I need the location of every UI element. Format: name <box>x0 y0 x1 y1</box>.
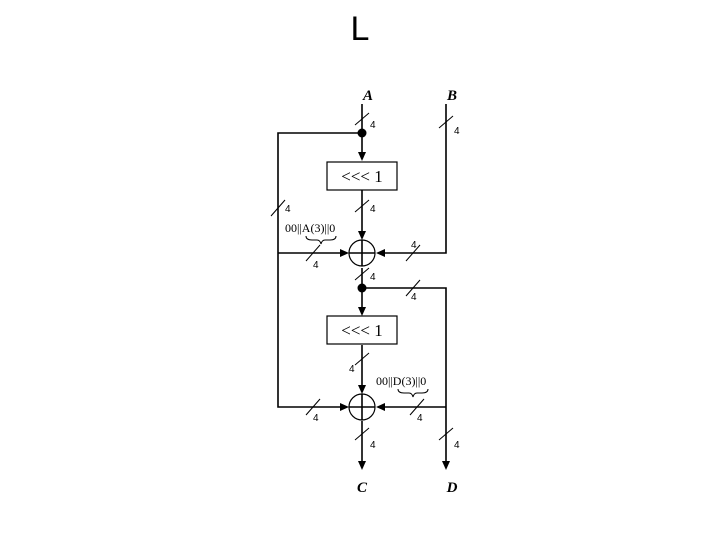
rotate-label-bottom: <<< 1 <box>341 321 383 340</box>
bus-width-tick <box>354 267 370 281</box>
rotate-block-top: <<< 1 <box>326 161 398 191</box>
wire-right-bus <box>362 287 447 462</box>
arrowhead <box>340 249 349 257</box>
arrowhead <box>376 403 385 411</box>
bus-width-tick <box>409 398 425 416</box>
arrowhead <box>442 461 450 470</box>
bus-width-label: 4 <box>313 260 319 271</box>
bus-width-tick <box>305 244 321 262</box>
bus-width-label: 4 <box>349 364 355 375</box>
bus-width-tick <box>354 427 370 441</box>
xor-node-top <box>348 239 376 267</box>
bus-width-tick <box>438 427 454 441</box>
bus-width-label: 4 <box>370 272 376 283</box>
output-label-d: D <box>446 480 458 496</box>
wire-left-bus <box>277 132 362 408</box>
rotate-block-bottom: <<< 1 <box>326 315 398 345</box>
bus-width-tick <box>354 199 370 213</box>
bus-width-tick <box>305 398 321 416</box>
arrowhead <box>358 231 366 240</box>
bus-width-tick <box>270 199 286 217</box>
bus-width-label: 4 <box>454 440 460 451</box>
arrowhead <box>358 152 366 161</box>
bus-width-tick <box>405 279 421 297</box>
bus-width-label: 4 <box>370 120 376 131</box>
arrowhead <box>340 403 349 411</box>
junction-dot <box>357 283 367 293</box>
bus-width-label: 4 <box>285 204 291 215</box>
bus-width-label: 4 <box>370 440 376 451</box>
junction-dot <box>357 128 367 138</box>
input-label-b: B <box>446 88 457 104</box>
const-label-bottom: 00||D(3)||0 <box>376 374 426 388</box>
xor-node-bottom <box>348 393 376 421</box>
brace-icon <box>397 388 429 398</box>
page-title: L <box>350 10 370 48</box>
bus-width-label: 4 <box>454 126 460 137</box>
rotate-label-top: <<< 1 <box>341 167 383 186</box>
arrowhead <box>376 249 385 257</box>
bus-width-tick <box>438 115 454 129</box>
bus-width-label: 4 <box>313 413 319 424</box>
const-label-top: 00||A(3)||0 <box>285 221 335 235</box>
bus-width-label: 4 <box>370 204 376 215</box>
wire-b-in <box>382 104 447 254</box>
arrowhead <box>358 461 366 470</box>
bus-width-label: 4 <box>417 413 423 424</box>
arrowhead <box>358 385 366 394</box>
bus-width-label: 4 <box>411 240 417 251</box>
bus-width-tick <box>354 112 370 126</box>
brace-icon <box>305 235 337 245</box>
arrowhead <box>358 307 366 316</box>
bus-width-tick <box>405 244 421 262</box>
bus-width-tick <box>354 352 370 366</box>
output-label-c: C <box>357 480 368 496</box>
input-label-a: A <box>362 88 373 104</box>
bus-width-label: 4 <box>411 292 417 303</box>
